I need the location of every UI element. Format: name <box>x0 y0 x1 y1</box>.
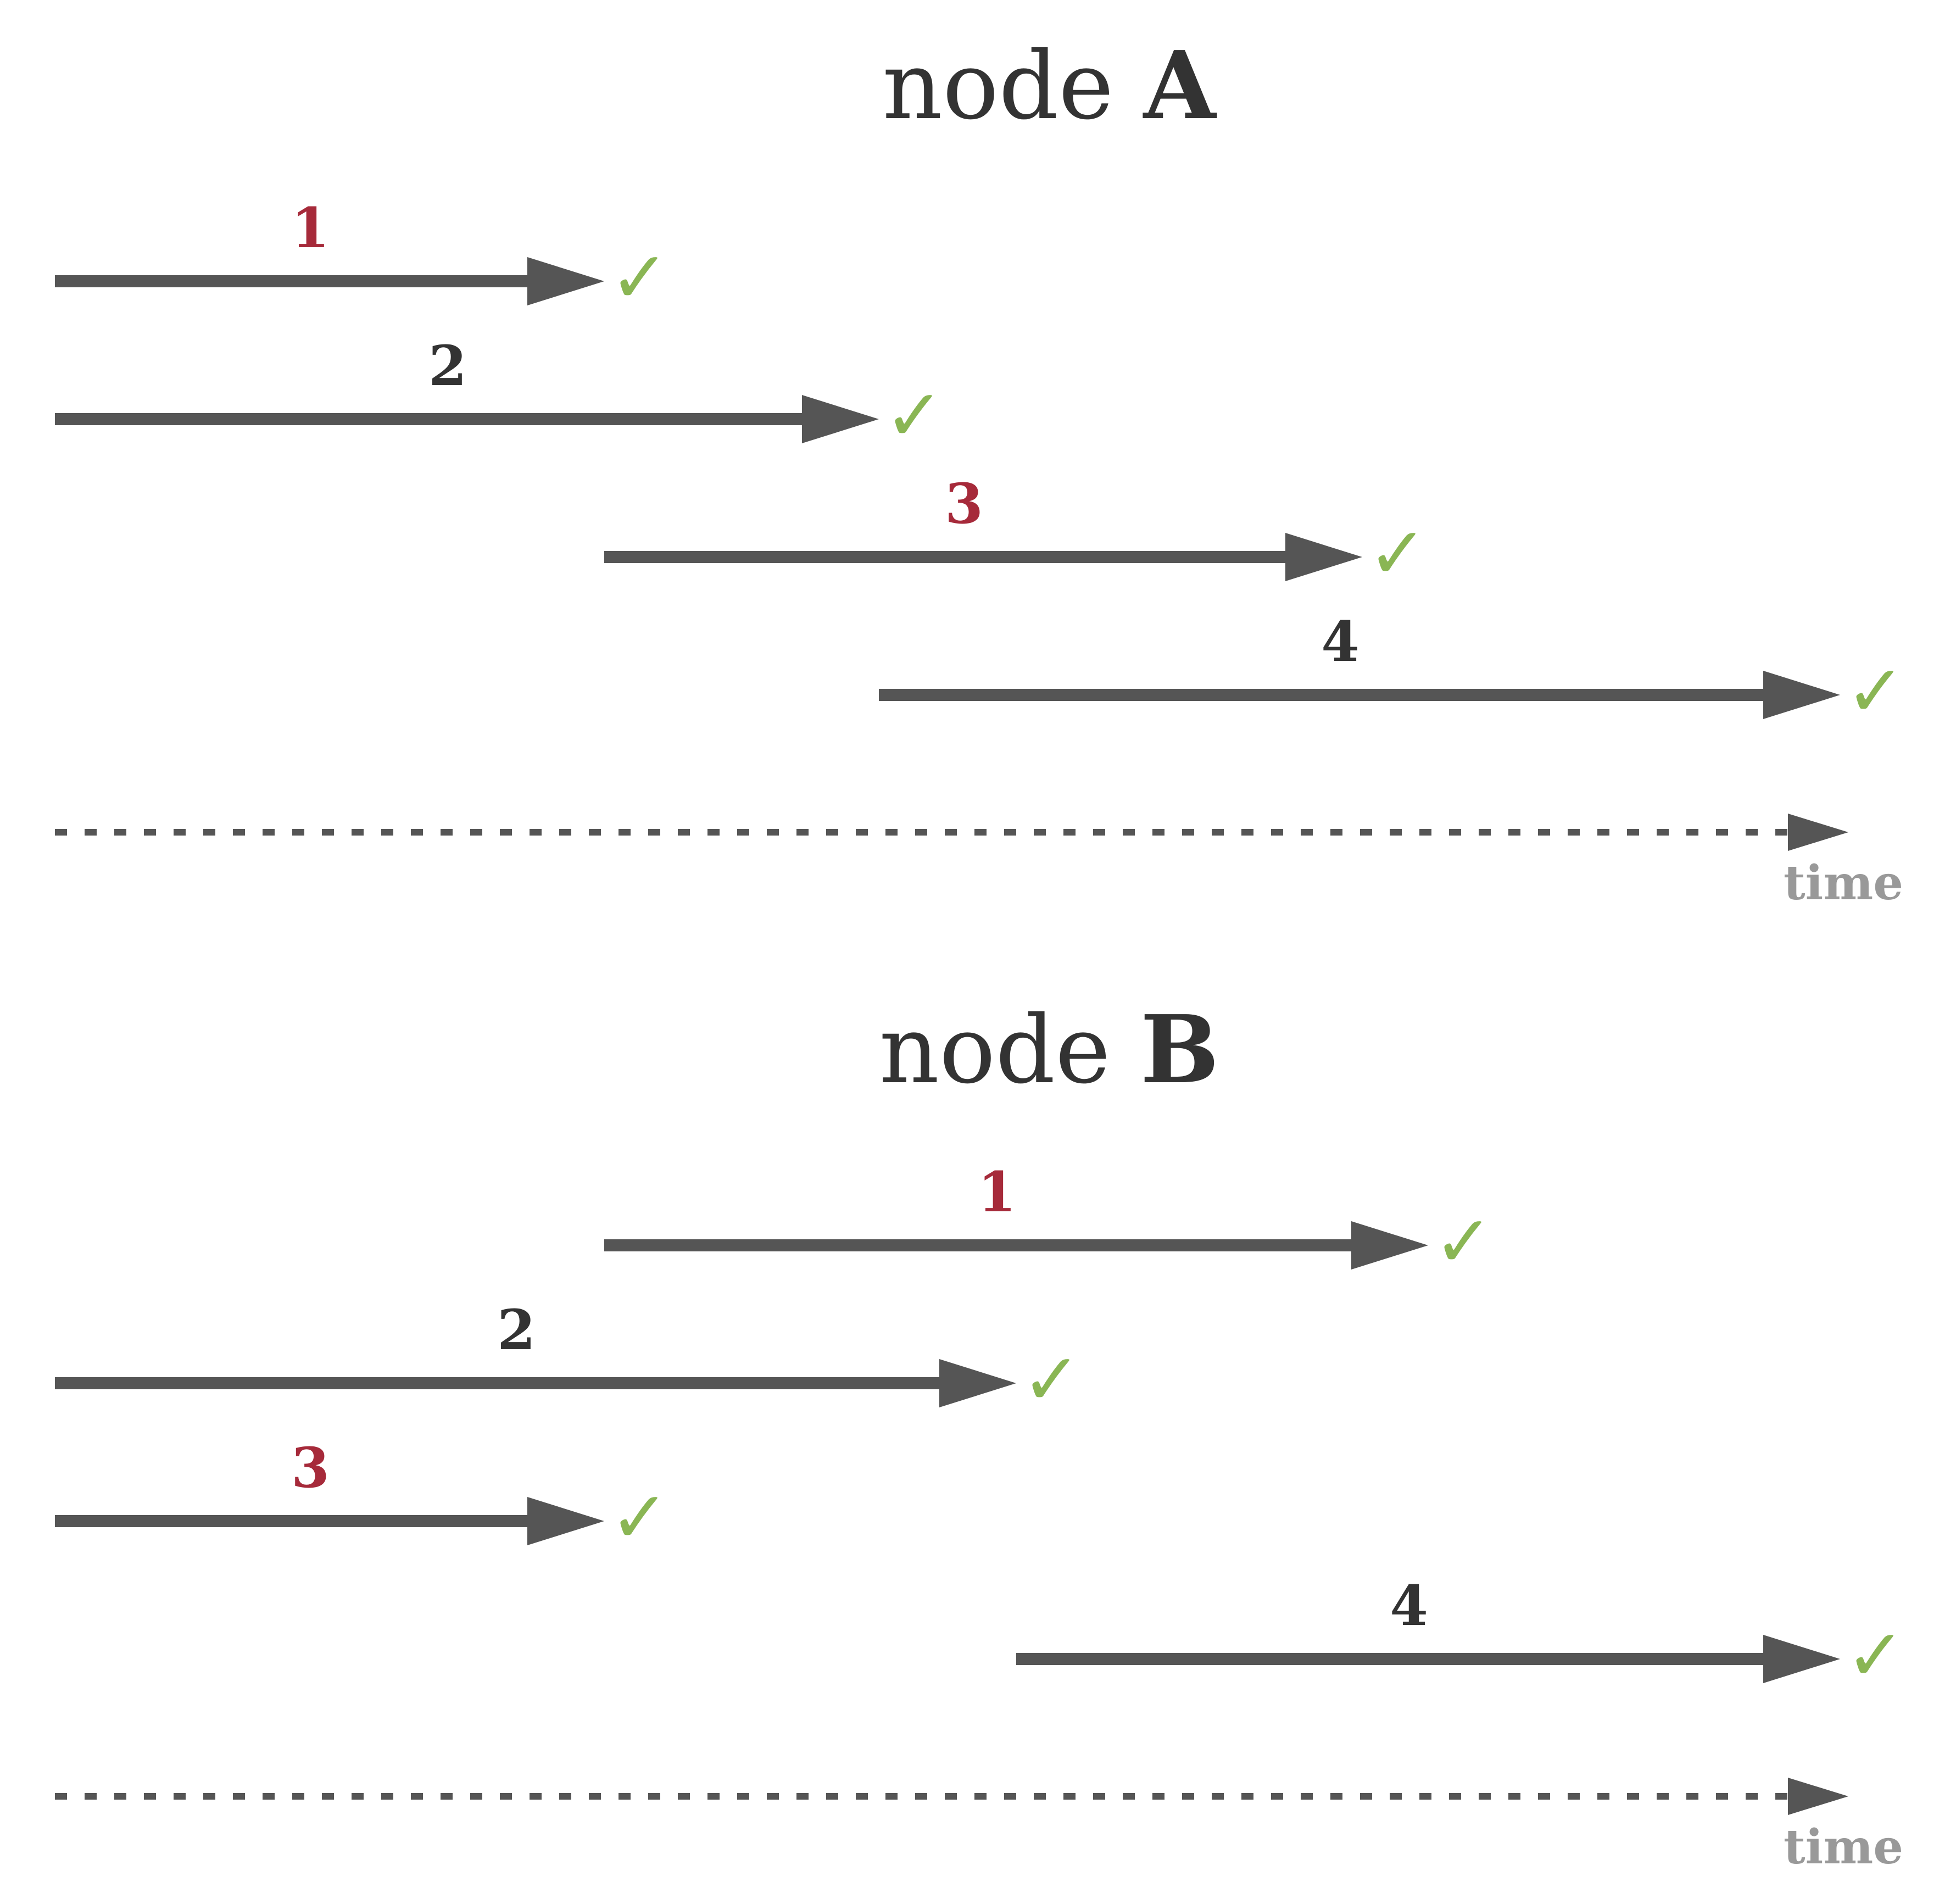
panel-title: node A <box>882 31 1217 141</box>
task-arrow-2: 2✓ <box>55 1298 1082 1421</box>
arrowhead-icon <box>527 1497 604 1545</box>
panel-node-b: node B1✓2✓3✓4✓time <box>55 995 1905 1875</box>
task-label: 4 <box>1321 609 1359 674</box>
check-mark-icon: ✓ <box>884 374 944 457</box>
time-axis-label: time <box>1784 1819 1903 1875</box>
time-axis: time <box>55 814 1903 911</box>
arrowhead-icon <box>939 1359 1016 1407</box>
check-mark-icon: ✓ <box>1434 1200 1494 1283</box>
task-arrow-1: 1✓ <box>604 1160 1494 1283</box>
time-axis: time <box>55 1778 1903 1875</box>
arrowhead-icon <box>1788 1778 1848 1815</box>
arrowhead-icon <box>802 395 879 443</box>
panel-node-a: node A1✓2✓3✓4✓time <box>55 31 1905 911</box>
task-label: 1 <box>291 196 330 260</box>
panel-title-prefix: node <box>882 32 1143 141</box>
check-mark-icon: ✓ <box>1368 511 1428 595</box>
arrowhead-icon <box>1285 533 1362 581</box>
arrowhead-icon <box>1763 1635 1840 1683</box>
check-mark-icon: ✓ <box>610 1476 670 1559</box>
arrowhead-icon <box>1788 814 1848 851</box>
task-label: 4 <box>1390 1573 1428 1638</box>
arrowhead-icon <box>527 257 604 305</box>
task-label: 3 <box>291 1435 330 1500</box>
task-arrow-2: 2✓ <box>55 333 944 457</box>
panel-title-letter: B <box>1140 995 1219 1105</box>
task-label: 1 <box>978 1160 1016 1224</box>
task-arrow-1: 1✓ <box>55 196 670 319</box>
task-arrow-4: 4✓ <box>879 609 1905 733</box>
check-mark-icon: ✓ <box>1846 649 1905 733</box>
check-mark-icon: ✓ <box>1846 1613 1905 1697</box>
check-mark-icon: ✓ <box>610 236 670 319</box>
task-label: 3 <box>945 471 983 536</box>
task-label: 2 <box>428 333 467 398</box>
arrowhead-icon <box>1763 671 1840 719</box>
task-arrow-4: 4✓ <box>1016 1573 1905 1697</box>
task-arrow-3: 3✓ <box>55 1435 670 1559</box>
panel-title-letter: A <box>1143 31 1217 141</box>
check-mark-icon: ✓ <box>1022 1338 1082 1421</box>
task-arrow-3: 3✓ <box>604 471 1428 595</box>
arrowhead-icon <box>1351 1221 1428 1270</box>
task-label: 2 <box>497 1298 536 1362</box>
panel-title-prefix: node <box>879 996 1140 1105</box>
time-axis-label: time <box>1784 855 1903 911</box>
panel-title: node B <box>879 995 1219 1105</box>
